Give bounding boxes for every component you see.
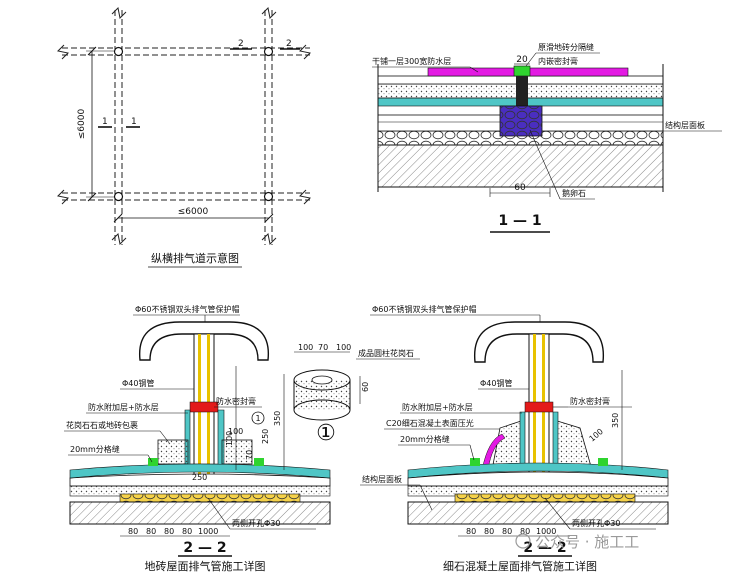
dr-dim-b1: 80: [466, 527, 476, 536]
dr-label-structure: 结构层面板: [362, 474, 402, 484]
dl-label-brick: 花岗石石或地砖包裹: [66, 420, 138, 430]
dr-section-title: 2 — 2: [523, 540, 566, 556]
dl-dim-b4: 80: [182, 527, 192, 536]
sec11-dim-top: 20: [516, 55, 528, 65]
detail-left: Φ60不锈钢双头排气管保护帽 100 350 250 10: [64, 304, 331, 573]
dl-marker-1: 1: [255, 414, 260, 423]
dr-label-concrete: C20细石混凝土表面压光: [386, 418, 474, 428]
sec11-label-top-left: 干铺一层300宽防水层: [372, 56, 451, 66]
dr-label-pipe: Φ40钢管: [480, 378, 512, 388]
gb-dim-100: 100: [298, 343, 313, 352]
dr-dim-350: 350: [611, 413, 620, 428]
sec11-label-top-right-1: 原滑地砖分隔缝: [538, 42, 594, 52]
sec11-label-top-right-2: 内嵌密封膏: [538, 56, 578, 66]
plan-section-mark-1b: 1: [131, 117, 137, 127]
dl-dim-250: 250: [261, 429, 270, 444]
gb-marker: ①: [316, 421, 336, 446]
dl-label-pipe: Φ40钢管: [122, 378, 154, 388]
dl-cap-label: Φ60不锈钢双头排气管保护帽: [135, 304, 239, 314]
plan-section-mark-1a: 1: [102, 117, 108, 127]
dl-dim-b3: 80: [164, 527, 174, 536]
watermark: 公众号 · 施工工: [515, 533, 639, 551]
plan-caption: 纵横排气道示意图: [151, 251, 239, 265]
dl-dim-350: 350: [273, 411, 282, 426]
dl-label-waterproof: 防水附加层+防水层: [88, 402, 159, 412]
watermark-text: 公众号 · 施工工: [535, 533, 639, 551]
granite-block: 100 70 100 成品圆柱花岗石 60 ①: [293, 343, 420, 446]
dl-dim-250b: 250: [192, 473, 207, 482]
dr-label-hole: 两侧开孔Φ30: [572, 518, 620, 528]
dr-caption: 细石混凝土屋面排气管施工详图: [443, 559, 597, 573]
dr-dim-100: 100: [588, 427, 605, 444]
dr-label-waterproof: 防水附加层+防水层: [402, 402, 473, 412]
plan-section-mark-2a: 2: [238, 39, 244, 49]
sec11-title: 1 — 1: [498, 213, 541, 229]
gb-dim-60: 60: [361, 382, 370, 392]
dl-dim-70: 70: [245, 450, 254, 460]
dl-section-title: 2 — 2: [183, 540, 226, 556]
dr-dim-b4: 80: [520, 527, 530, 536]
detail-right: Φ60不锈钢双头排气管保护帽 350 100 Φ40钢管 防水附加层: [360, 304, 669, 573]
dr-label-sealant: 防水密封膏: [570, 396, 610, 406]
dl-dim-b2: 80: [146, 527, 156, 536]
dr-dim-b3: 80: [502, 527, 512, 536]
sec11-label-bottom: 鹅卵石: [562, 188, 586, 198]
plan-section-mark-2b: 2: [286, 39, 292, 49]
dr-dim-b2: 80: [484, 527, 494, 536]
plan-diagram: ≤6000 ≤6000 1 1 2 2 纵横排气道示意图: [56, 6, 312, 268]
dr-label-joint: 20mm分格缝: [400, 434, 450, 444]
dr-cap-label: Φ60不锈钢双头排气管保护帽: [372, 304, 476, 314]
dl-dim-100b: 100: [228, 427, 243, 436]
dl-caption: 地砖屋面排气管施工详图: [145, 559, 266, 573]
dr-dim-b5: 1000: [536, 527, 556, 536]
dl-label-hole: 两侧开孔Φ30: [232, 518, 280, 528]
plan-dim-horizontal: ≤6000: [178, 207, 209, 217]
dl-label-sealant: 防水密封膏: [216, 396, 256, 406]
gb-dim-70: 70: [318, 343, 328, 352]
dl-dim-b1: 80: [128, 527, 138, 536]
sec11-label-right: 结构层面板: [665, 120, 705, 130]
dl-label-joint: 20mm分格缝: [70, 444, 120, 454]
gb-dim-100b: 100: [336, 343, 351, 352]
dl-dim-b5: 1000: [198, 527, 218, 536]
sec11-dim-bottom: 60: [514, 183, 526, 193]
plan-dim-vertical: ≤6000: [77, 109, 87, 140]
section-1-1: 20 干铺一层300宽防水层 原滑地砖分隔缝 内嵌密封膏 结构层面板 60 鹅卵…: [372, 42, 722, 233]
gb-label: 成品圆柱花岗石: [358, 348, 414, 358]
watermark-icon: [515, 533, 531, 549]
dl-dim-100: 100: [225, 431, 234, 446]
